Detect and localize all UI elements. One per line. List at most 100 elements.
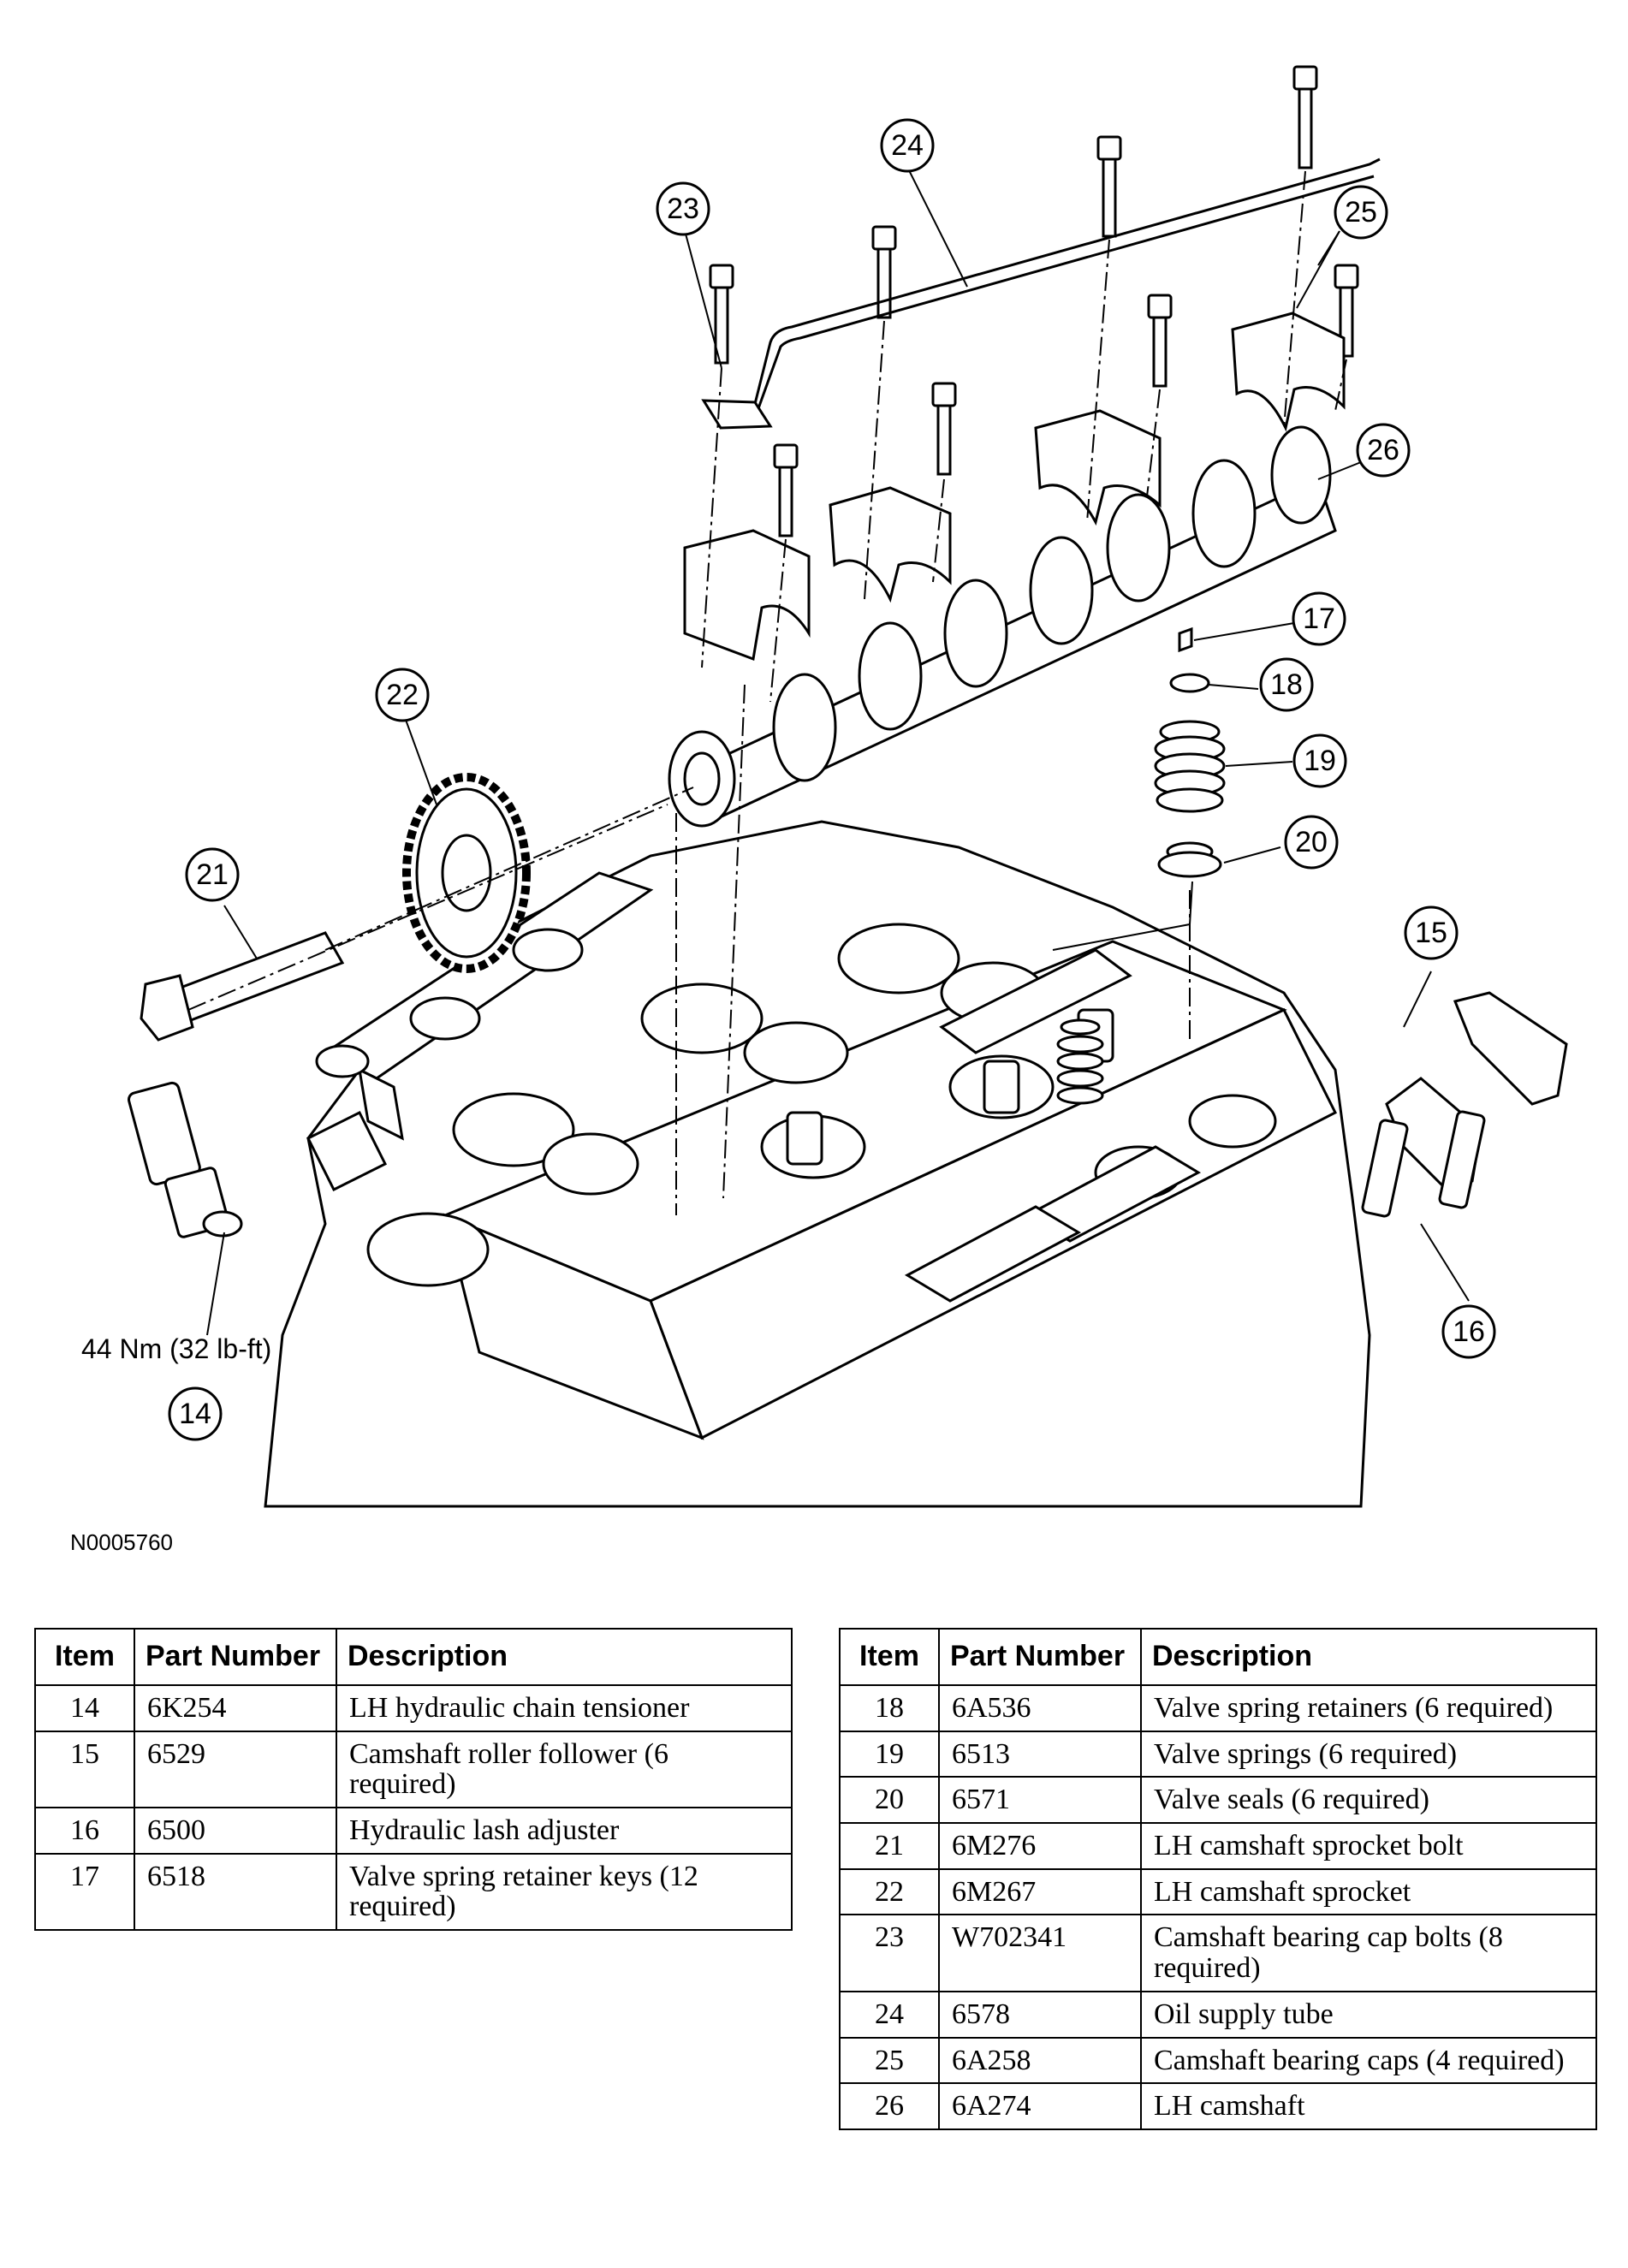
header-description: Description <box>1140 1628 1597 1686</box>
cell-description: LH camshaft sprocket bolt <box>1140 1822 1597 1870</box>
installed-valve-spring <box>1056 1018 1104 1105</box>
svg-text:25: 25 <box>1345 196 1377 229</box>
cell-description: Valve seals (6 required) <box>1140 1776 1597 1825</box>
oil-supply-tube <box>701 157 1381 430</box>
table-row: 24 6578 Oil supply tube <box>839 1990 1597 2039</box>
table-row: 14 6K254 LH hydraulic chain tensioner <box>34 1684 793 1732</box>
hydraulic-lash-adjusters <box>1361 1110 1486 1218</box>
table-header-row: Item Part Number Description <box>839 1628 1597 1686</box>
svg-text:18: 18 <box>1270 668 1303 701</box>
callout-16: 16 <box>1441 1304 1496 1359</box>
cell-part-number: 6500 <box>134 1807 337 1855</box>
lh-camshaft-sprocket <box>402 773 531 973</box>
cell-part-number: 6578 <box>938 1990 1142 2039</box>
header-part-number: Part Number <box>938 1628 1142 1686</box>
callout-14: 14 <box>168 1386 223 1441</box>
cell-item: 17 <box>34 1852 135 1932</box>
camshaft-bearing-caps <box>683 312 1346 662</box>
table-row: 18 6A536 Valve spring retainers (6 requi… <box>839 1684 1597 1732</box>
cell-part-number: 6M276 <box>938 1822 1142 1870</box>
callout-21: 21 <box>185 847 240 902</box>
svg-text:19: 19 <box>1304 745 1336 777</box>
callout-25: 25 <box>1334 185 1388 240</box>
svg-text:24: 24 <box>891 129 924 162</box>
svg-text:23: 23 <box>667 193 699 225</box>
leader-lines <box>206 166 1470 1336</box>
svg-text:17: 17 <box>1303 603 1335 635</box>
svg-text:15: 15 <box>1415 917 1447 949</box>
cell-description: LH camshaft sprocket <box>1140 1867 1597 1916</box>
callout-20: 20 <box>1284 815 1339 870</box>
cell-description: Valve spring retainer keys (12 required) <box>336 1852 793 1932</box>
cell-part-number: 6K254 <box>134 1684 337 1732</box>
table-row: 15 6529 Camshaft roller follower (6 requ… <box>34 1730 793 1809</box>
svg-text:22: 22 <box>386 679 419 711</box>
table-row: 17 6518 Valve spring retainer keys (12 r… <box>34 1852 793 1932</box>
table-row: 19 6513 Valve springs (6 required) <box>839 1730 1597 1778</box>
cell-part-number: 6A258 <box>938 2036 1142 2085</box>
cell-description: Valve springs (6 required) <box>1140 1730 1597 1778</box>
parts-table-left: Item Part Number Description 14 6K254 LH… <box>34 1628 793 1932</box>
cell-part-number: 6513 <box>938 1730 1142 1778</box>
cell-part-number: 6A274 <box>938 2082 1142 2130</box>
cell-item: 26 <box>839 2082 940 2130</box>
lh-hydraulic-chain-tensioner <box>128 1081 243 1238</box>
header-part-number: Part Number <box>134 1628 337 1686</box>
parts-table-right: Item Part Number Description 18 6A536 Va… <box>839 1628 1597 2130</box>
camshaft-cap-bolts <box>709 65 1359 537</box>
lh-camshaft <box>668 425 1337 828</box>
callout-15: 15 <box>1404 905 1459 960</box>
cell-item: 22 <box>839 1867 940 1916</box>
valve-components <box>1154 626 1226 878</box>
callout-22: 22 <box>375 668 430 722</box>
cell-description: Camshaft bearing caps (4 required) <box>1140 2036 1597 2085</box>
table-row: 16 6500 Hydraulic lash adjuster <box>34 1807 793 1855</box>
table-row: 26 6A274 LH camshaft <box>839 2082 1597 2130</box>
callout-23: 23 <box>656 181 710 236</box>
svg-text:20: 20 <box>1295 826 1328 858</box>
exploded-engine-diagram: 23 24 25 26 17 18 19 20 22 21 15 16 14 4… <box>81 65 1568 1508</box>
cell-description: Valve spring retainers (6 required) <box>1140 1684 1597 1732</box>
cell-item: 18 <box>839 1684 940 1732</box>
table-row: 22 6M267 LH camshaft sprocket <box>839 1867 1597 1916</box>
cell-item: 20 <box>839 1776 940 1825</box>
cell-item: 23 <box>839 1914 940 1992</box>
header-item: Item <box>34 1628 135 1686</box>
cell-item: 15 <box>34 1730 135 1809</box>
cell-part-number: 6571 <box>938 1776 1142 1825</box>
table-row: 23 W702341 Camshaft bearing cap bolts (8… <box>839 1914 1597 1992</box>
cell-part-number: 6518 <box>134 1852 337 1932</box>
cell-part-number: W702341 <box>938 1914 1142 1992</box>
callout-18: 18 <box>1259 657 1314 712</box>
cell-item: 19 <box>839 1730 940 1778</box>
cell-description: LH camshaft <box>1140 2082 1597 2130</box>
table-row: 20 6571 Valve seals (6 required) <box>839 1776 1597 1825</box>
svg-text:26: 26 <box>1367 434 1399 466</box>
callout-19: 19 <box>1292 733 1347 788</box>
cell-description: Camshaft bearing cap bolts (8 required) <box>1140 1914 1597 1992</box>
cell-part-number: 6M267 <box>938 1867 1142 1916</box>
alignment-lines <box>187 170 1347 1215</box>
header-description: Description <box>336 1628 793 1686</box>
cell-item: 25 <box>839 2036 940 2085</box>
cell-part-number: 6A536 <box>938 1684 1142 1732</box>
cell-description: Oil supply tube <box>1140 1990 1597 2039</box>
cell-item: 21 <box>839 1822 940 1870</box>
callout-17: 17 <box>1292 591 1346 646</box>
cell-item: 14 <box>34 1684 135 1732</box>
table-row: 25 6A258 Camshaft bearing caps (4 requir… <box>839 2036 1597 2085</box>
svg-text:16: 16 <box>1453 1315 1485 1348</box>
cell-description: Camshaft roller follower (6 required) <box>336 1730 793 1809</box>
callout-24: 24 <box>880 118 935 173</box>
svg-text:21: 21 <box>196 858 229 891</box>
cell-item: 24 <box>839 1990 940 2039</box>
table-header-row: Item Part Number Description <box>34 1628 793 1686</box>
cell-description: LH hydraulic chain tensioner <box>336 1684 793 1732</box>
header-item: Item <box>839 1628 940 1686</box>
cell-description: Hydraulic lash adjuster <box>336 1807 793 1855</box>
cell-part-number: 6529 <box>134 1730 337 1809</box>
torque-spec-label: 44 Nm (32 lb-ft) <box>81 1333 271 1364</box>
callout-26: 26 <box>1356 423 1411 478</box>
table-row: 21 6M276 LH camshaft sprocket bolt <box>839 1822 1597 1870</box>
cell-item: 16 <box>34 1807 135 1855</box>
